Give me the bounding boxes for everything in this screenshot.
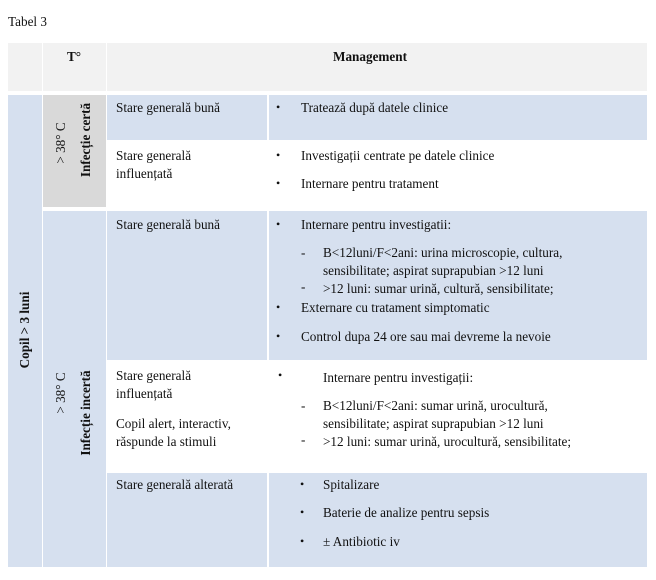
uncertain-infection-cell: > 38° C Infecție incertă bbox=[43, 211, 106, 567]
dash-icon: - bbox=[301, 432, 306, 447]
management-cell: • Investigații centrate pe datele clinic… bbox=[269, 142, 647, 207]
state-text: influențată bbox=[116, 166, 173, 181]
state-text: Copil alert, interactiv, bbox=[116, 416, 231, 431]
dash-icon: - bbox=[301, 245, 306, 260]
certain-infection-label: Infecție certă bbox=[78, 102, 93, 178]
management-item: Control dupa 24 ore sau mai devreme la n… bbox=[301, 329, 551, 344]
management-item: Tratează după datele clinice bbox=[301, 100, 449, 115]
management-subitem: sensibilitate; aspirat suprapubian >12 l… bbox=[323, 416, 544, 431]
state-text: Stare generală alterată bbox=[116, 477, 234, 492]
management-item: Investigații centrate pe datele clinice bbox=[301, 148, 495, 163]
state-cell: Stare generală bună bbox=[107, 95, 267, 140]
certain-infection-cell: > 38° C Infecție certă bbox=[43, 95, 106, 207]
bullet-icon: • bbox=[276, 329, 281, 343]
management-cell: • Spitalizare • Baterie de analize pentr… bbox=[269, 473, 647, 567]
management-cell: • Internare pentru investigatii: - B<12l… bbox=[269, 211, 647, 360]
management-item: Baterie de analize pentru sepsis bbox=[323, 505, 490, 520]
state-text: influențată bbox=[116, 386, 173, 401]
bullet-icon: • bbox=[300, 505, 305, 519]
management-item: Internare pentru investigații: bbox=[323, 370, 474, 385]
state-text: Stare generală bună bbox=[116, 100, 220, 115]
header-management: Management bbox=[333, 49, 407, 64]
management-item: ± Antibiotic iv bbox=[323, 534, 400, 549]
management-subitem: B<12luni/F<2ani: sumar urină, urocultură… bbox=[323, 398, 548, 413]
bullet-icon: • bbox=[276, 100, 281, 114]
dash-icon: - bbox=[301, 398, 306, 413]
management-subitem: B<12luni/F<2ani: urina microscopie, cult… bbox=[323, 245, 563, 260]
temp-label-1: > 38° C bbox=[53, 122, 68, 164]
state-text: Stare generală bbox=[116, 368, 192, 383]
management-cell: • Tratează după datele clinice bbox=[269, 95, 647, 140]
bullet-icon: • bbox=[278, 368, 283, 382]
state-cell: Stare generală bună bbox=[107, 211, 267, 360]
management-item: Internare pentru tratament bbox=[301, 176, 439, 191]
header-temp: T° bbox=[67, 49, 82, 64]
bullet-icon: • bbox=[300, 477, 305, 491]
group-cell: Copil > 3 luni bbox=[8, 95, 42, 567]
state-cell: Stare generală influențată bbox=[107, 142, 267, 207]
dash-icon: - bbox=[301, 279, 306, 294]
management-subitem: >12 luni: sumar urină, urocultură, sensi… bbox=[323, 434, 572, 449]
state-text: Stare generală bună bbox=[116, 217, 220, 232]
uncertain-infection-label: Infecție incertă bbox=[78, 370, 93, 456]
bullet-icon: • bbox=[276, 148, 281, 162]
state-cell: Stare generală influențată Copil alert, … bbox=[107, 362, 267, 471]
header-temp-cell: T° bbox=[43, 43, 106, 91]
group-label: Copil > 3 luni bbox=[17, 291, 32, 369]
management-cell: • Internare pentru investigații: - B<12l… bbox=[269, 362, 647, 471]
management-subitem: >12 luni: sumar urină, cultură, sensibil… bbox=[323, 281, 554, 296]
state-cell: Stare generală alterată bbox=[107, 473, 267, 567]
state-text: răspunde la stimuli bbox=[116, 434, 217, 449]
bullet-icon: • bbox=[276, 176, 281, 190]
header-management-cell: Management bbox=[107, 43, 647, 91]
bullet-icon: • bbox=[300, 534, 305, 548]
management-item: Spitalizare bbox=[323, 477, 380, 492]
management-subitem: sensibilitate; aspirat suprapubian >12 l… bbox=[323, 263, 544, 278]
management-item: Internare pentru investigatii: bbox=[301, 217, 452, 232]
bullet-icon: • bbox=[276, 217, 281, 231]
bullet-icon: • bbox=[276, 300, 281, 314]
temp-label-2: > 38° C bbox=[53, 372, 68, 414]
header-corner bbox=[8, 43, 42, 91]
state-text: Stare generală bbox=[116, 148, 192, 163]
table-caption: Tabel 3 bbox=[8, 14, 47, 29]
management-item: Externare cu tratament simptomatic bbox=[301, 300, 490, 315]
